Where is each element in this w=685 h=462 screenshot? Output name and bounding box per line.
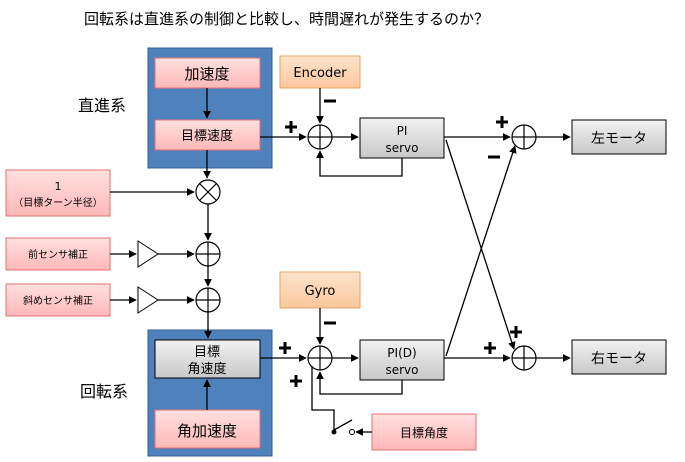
- label-linear-system: 直進系: [78, 96, 126, 115]
- sum-junction-front: [195, 241, 221, 267]
- pi-servo-label-1: PI: [397, 124, 408, 138]
- sum-junction-left-motor: [511, 124, 537, 150]
- front-sensor-block: [5, 237, 111, 271]
- target-angle-block: [371, 413, 477, 451]
- pi-servo-label-2: servo: [385, 141, 418, 155]
- sum-junction-right-motor: [511, 345, 537, 371]
- encoder-label: Encoder: [293, 66, 347, 81]
- sum-junction-rotation: [307, 345, 333, 371]
- sum-junction-diag: [195, 287, 221, 313]
- diag-sensor-block: [5, 283, 111, 317]
- angular-accel-block: [154, 409, 261, 449]
- angular-accel-label: 角加速度: [177, 422, 237, 440]
- gyro-block: [279, 271, 361, 309]
- signal-lines: [110, 88, 571, 436]
- gyro-label: Gyro: [305, 284, 336, 299]
- target-speed-label: 目標速度: [181, 128, 233, 144]
- pid-servo-label-1: PI(D): [387, 346, 416, 360]
- target-speed-block: [154, 119, 261, 151]
- diagram-title: 回転系は直進系の制御と比較し、時間遅れが発生するのか？: [84, 10, 489, 28]
- turn-radius-label: （目標ターン半径）: [13, 196, 103, 209]
- target-angle-label: 目標角度: [400, 425, 448, 440]
- accel-label: 加速度: [184, 65, 229, 83]
- label-rotation-system: 回転系: [80, 382, 128, 401]
- right-motor-label: 右モータ: [591, 351, 647, 367]
- target-angular-speed-label-2: 角速度: [187, 361, 226, 377]
- target-angular-speed-block: [154, 339, 261, 379]
- accel-block: [154, 57, 261, 89]
- pid-servo-label-2: servo: [385, 363, 418, 377]
- switch-contact-left: [331, 429, 337, 435]
- right-motor-block: [571, 339, 667, 375]
- left-motor-label: 左モータ: [591, 131, 647, 147]
- front-sensor-label: 前センサ補正: [28, 248, 88, 261]
- front-gain-triangle: [137, 240, 159, 268]
- left-motor-block: [571, 119, 667, 155]
- turn-radius-block: [5, 169, 111, 217]
- switch-contact-right: [349, 429, 355, 435]
- diag-gain-triangle: [137, 286, 159, 314]
- pid-servo-block: [359, 339, 445, 381]
- target-angular-speed-label-1: 目標: [194, 345, 220, 360]
- sign-markers: [279, 99, 522, 387]
- multiplier-junction: [195, 179, 221, 205]
- turn-radius-numerator: 1: [55, 180, 62, 193]
- sum-junction-linear: [307, 124, 333, 150]
- diag-sensor-label: 斜めセンサ補正: [23, 294, 93, 307]
